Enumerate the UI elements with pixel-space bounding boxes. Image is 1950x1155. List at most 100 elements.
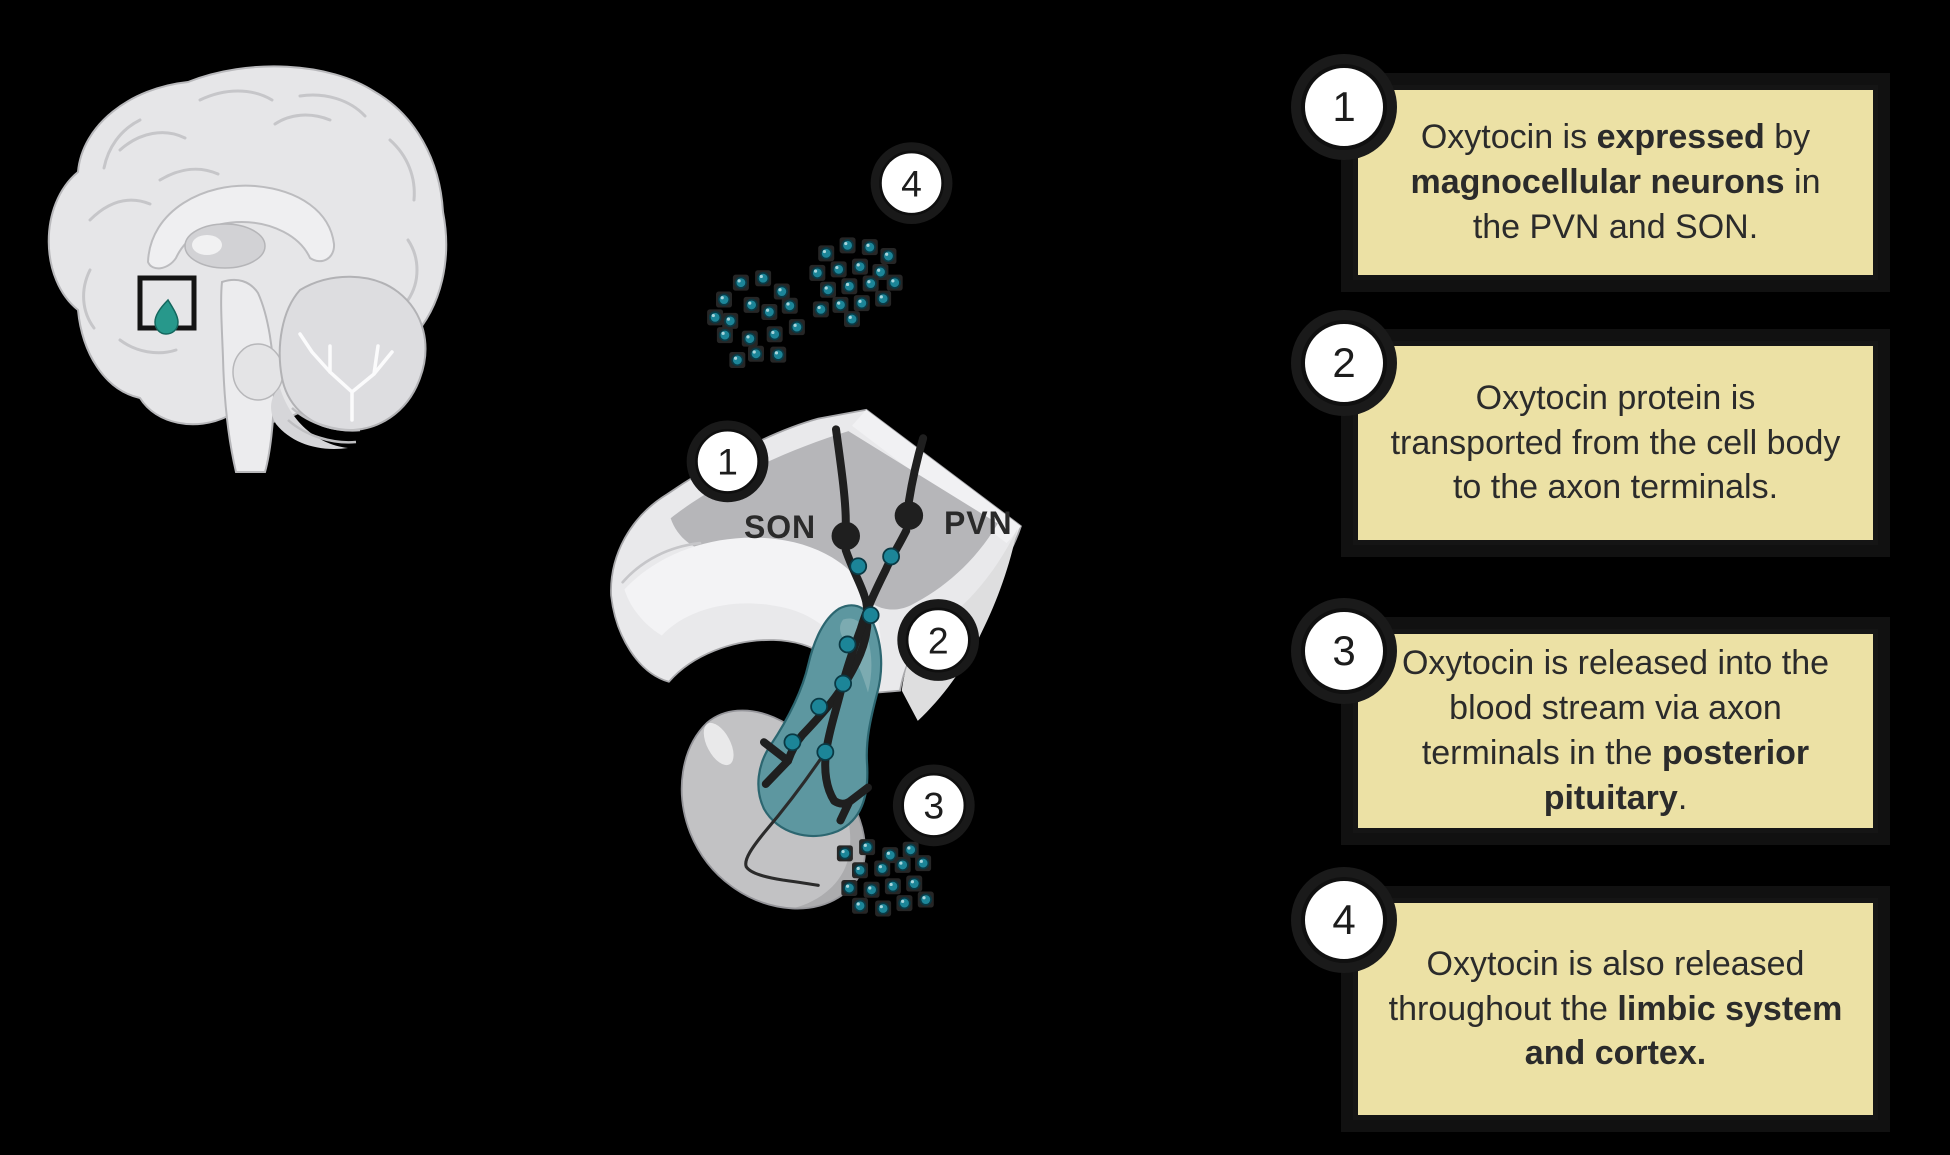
oxytocin-dot-highlight	[907, 846, 911, 850]
pons	[232, 343, 284, 401]
axon-vesicle	[783, 733, 802, 752]
axon-vesicle	[838, 635, 857, 654]
oxytocin-dot-highlight	[841, 849, 845, 854]
step-2-number: 2	[1332, 339, 1356, 386]
cortex-sulci	[82, 89, 419, 384]
step-2-text: Oxytocin protein is transported from the…	[1390, 378, 1841, 507]
diagram-marker-4-number: 4	[901, 162, 922, 204]
corpus-callosum	[146, 184, 336, 270]
thalamus	[184, 223, 266, 269]
oxytocin-dot	[841, 239, 854, 252]
step-2-badge: 2	[1301, 320, 1387, 406]
oxytocin-dot-highlight	[856, 902, 860, 906]
oxytocin-dot	[745, 298, 758, 312]
oxytocin-dot	[734, 276, 748, 289]
oxytocin-dot-highlight	[721, 331, 725, 335]
oxytocin-dot-highlight	[837, 301, 841, 305]
oxytocin-dots-cluster-upper-right	[809, 237, 903, 328]
oxytocin-dot	[888, 276, 901, 289]
step-4-text: Oxytocin is also released throughout the…	[1388, 944, 1843, 1073]
axon-vesicle	[882, 547, 900, 566]
step-4-badge: 4	[1301, 877, 1387, 963]
oxytocin-dot	[821, 283, 835, 297]
axon-vesicle	[849, 557, 868, 576]
diagram-marker-1: 1	[686, 420, 769, 503]
oxytocin-dot	[898, 896, 911, 910]
oxytocin-dot-highlight	[922, 896, 926, 900]
callout-step-4: 4 Oxytocin is also released throughout t…	[1301, 877, 1878, 1120]
callout-step-1: 1 Oxytocin is expressed by magnocellular…	[1301, 64, 1878, 280]
oxytocin-dot	[749, 347, 763, 360]
step-3-text: Oxytocin is released into the blood stre…	[1401, 644, 1830, 817]
oxytocin-dot-highlight	[877, 268, 881, 272]
oxytocin-dot	[876, 292, 890, 305]
oxytocin-dot	[908, 877, 921, 890]
diagram-marker-1-number: 1	[717, 441, 738, 483]
diagram-marker-2: 2	[897, 599, 980, 681]
oxytocin-dot-highlight	[748, 301, 752, 305]
oxytocin-dot-highlight	[868, 886, 872, 890]
oxytocin-dot	[853, 899, 867, 912]
oxytocin-dot	[790, 320, 804, 334]
pvn-label: PVN	[944, 505, 1012, 541]
oxytocin-dot	[743, 332, 756, 345]
oxytocin-dot-highlight	[720, 296, 724, 300]
callout-step-2: 2 Oxytocin protein is transported from t…	[1301, 320, 1878, 545]
oxytocin-dot-highlight	[858, 299, 862, 303]
anterior-pituitary-shadow	[792, 788, 866, 909]
step-1-number: 1	[1332, 83, 1356, 130]
oxytocin-dot-highlight	[891, 279, 895, 283]
oxytocin-dot-highlight	[867, 280, 871, 284]
son-label: SON	[744, 509, 816, 545]
oxytocin-dot	[717, 293, 731, 306]
oxytocin-dot	[916, 856, 930, 870]
oxytocin-dot	[763, 305, 776, 319]
oxytocin-dot-highlight	[848, 315, 852, 319]
oxytocin-dot-highlight	[793, 323, 797, 327]
oxytocin-dot-highlight	[771, 330, 775, 335]
oxytocin-dot	[718, 328, 732, 342]
oxytocin-dot-highlight	[746, 335, 750, 339]
oxytocin-dot	[724, 314, 737, 328]
oxytocin-dot-highlight	[899, 861, 903, 865]
arbor-vitae	[298, 332, 394, 422]
oxytocin-dot-highlight	[711, 313, 715, 318]
oxytocin-dot	[838, 847, 852, 860]
anterior-pituitary-highlight	[703, 722, 734, 766]
oxytocin-dot	[864, 277, 877, 290]
oxytocin-dot	[708, 311, 722, 324]
oxytocin-dot-highlight	[878, 865, 883, 869]
oxytocin-dot	[772, 348, 785, 361]
oxytocin-dot-highlight	[919, 859, 923, 863]
oxytocin-dot	[884, 848, 897, 862]
callout-step-3: 3 Oxytocin is released into the blood st…	[1301, 608, 1878, 833]
step-4-number: 4	[1332, 896, 1356, 943]
oxytocin-dot-highlight	[845, 884, 850, 888]
oxytocin-dot-highlight	[824, 286, 828, 290]
oxytocin-dot	[731, 353, 744, 367]
oxytocin-dot-highlight	[822, 249, 827, 254]
diagram-marker-3: 3	[892, 764, 975, 847]
oxytocin-dot-highlight	[885, 252, 889, 256]
oxytocin-dot-highlight	[879, 295, 883, 299]
oxytocin-dot-highlight	[786, 302, 790, 306]
oxytocin-dot	[882, 249, 895, 263]
oxytocin-dot	[832, 263, 845, 276]
oxytocin-dots-cluster-upper-left	[707, 270, 805, 368]
interthalamic-adhesion	[192, 235, 222, 255]
oxytocin-dot-highlight	[733, 356, 738, 360]
son-neuron-cell-body	[831, 521, 860, 551]
oxytocin-dot-highlight	[910, 880, 915, 884]
oxytocin-dot	[768, 327, 781, 341]
pituitary-gland-highlight	[154, 298, 179, 335]
hypothalamus-white-band	[624, 537, 881, 672]
oxytocin-dot	[876, 902, 890, 915]
capillary-leader-line	[744, 750, 827, 887]
oxytocin-dot	[820, 247, 833, 260]
pvn-neuron-cell-body	[894, 501, 924, 530]
oxytocin-dots-cluster-bottom	[836, 839, 934, 917]
diagram-marker-4: 4	[870, 142, 953, 224]
oxytocin-dot	[886, 880, 900, 893]
brain-inset-illustration	[47, 65, 448, 473]
cerebellum	[278, 275, 427, 432]
